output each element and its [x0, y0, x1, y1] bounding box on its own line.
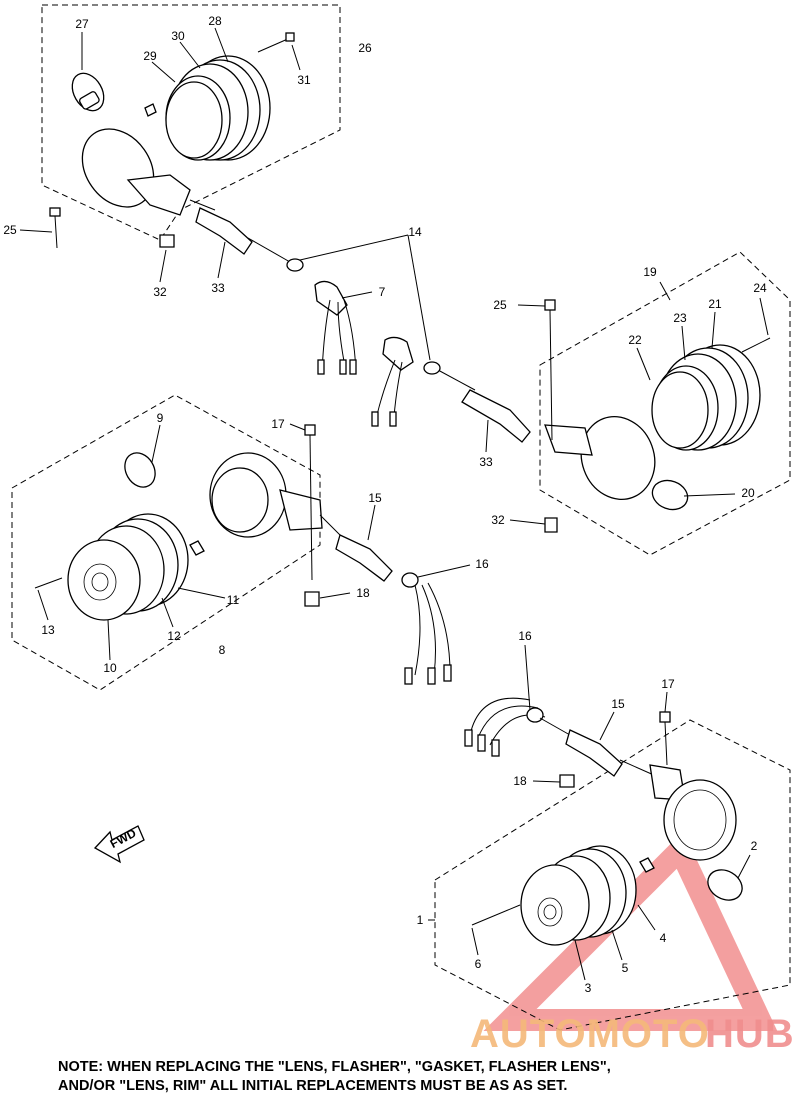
- callout-7: 7: [379, 285, 386, 299]
- callout-21: 21: [708, 297, 722, 311]
- note-line-2: AND/OR "LENS, RIM" ALL INITIAL REPLACEME…: [58, 1078, 568, 1094]
- callout-16-right: 16: [518, 629, 532, 643]
- callout-32-top: 32: [153, 285, 167, 299]
- watermark-part2: HUB: [705, 1012, 795, 1056]
- callout-18-right: 18: [513, 774, 527, 788]
- leader-lines: [19, 27, 769, 981]
- callout-14: 14: [408, 225, 422, 239]
- flasher-assembly-26: [49, 32, 357, 375]
- flasher-assembly-8: [34, 424, 452, 685]
- callout-2: 2: [751, 839, 758, 853]
- callout-31: 31: [297, 73, 311, 87]
- callout-18-left: 18: [356, 586, 370, 600]
- callout-17-right: 17: [661, 677, 675, 691]
- callout-8: 8: [219, 643, 226, 657]
- callout-20: 20: [741, 486, 755, 500]
- callout-23: 23: [673, 311, 687, 325]
- callout-32-mid: 32: [491, 513, 505, 527]
- callout-17-left: 17: [271, 417, 285, 431]
- callout-33-top: 33: [211, 281, 225, 295]
- callout-29: 29: [143, 49, 157, 63]
- watermark-text: AUTOMOTO HUB: [470, 1012, 795, 1056]
- group-box-1: [434, 719, 791, 1031]
- callout-6: 6: [475, 957, 482, 971]
- flasher-assembly-1: [464, 697, 743, 946]
- callout-15-right: 15: [611, 697, 625, 711]
- callout-3: 3: [585, 981, 592, 995]
- callout-16-left: 16: [475, 557, 489, 571]
- callout-13: 13: [41, 623, 55, 637]
- callout-25-top: 25: [3, 223, 17, 237]
- callout-33-mid: 33: [479, 455, 493, 469]
- callout-22: 22: [628, 333, 642, 347]
- callout-27: 27: [75, 17, 89, 31]
- note-line-1: NOTE: WHEN REPLACING THE "LENS, FLASHER"…: [58, 1059, 611, 1075]
- callout-9: 9: [157, 411, 164, 425]
- group-box-8: [11, 394, 321, 691]
- watermark-part1: AUTOMOTO: [470, 1012, 710, 1056]
- callout-10: 10: [103, 661, 117, 675]
- forward-arrow-icon: FWD: [93, 825, 145, 864]
- replacement-note: NOTE: WHEN REPLACING THE "LENS, FLASHER"…: [58, 1058, 778, 1096]
- callout-12: 12: [167, 629, 181, 643]
- callout-26: 26: [358, 41, 372, 55]
- callout-30: 30: [171, 29, 185, 43]
- callout-11: 11: [227, 593, 240, 607]
- callout-25-mid: 25: [493, 298, 507, 312]
- callout-4: 4: [660, 931, 667, 945]
- callout-5: 5: [622, 961, 629, 975]
- callout-numbers: 27 28 30 29 26 31 25 32 33 14 7 19 25 24…: [3, 14, 767, 995]
- group-box-19: [539, 251, 791, 556]
- callout-24: 24: [753, 281, 767, 295]
- flasher-assembly-19: [371, 299, 771, 533]
- callout-1: 1: [417, 913, 424, 927]
- callout-15-left: 15: [368, 491, 382, 505]
- callout-28: 28: [208, 14, 222, 28]
- callout-19: 19: [643, 265, 657, 279]
